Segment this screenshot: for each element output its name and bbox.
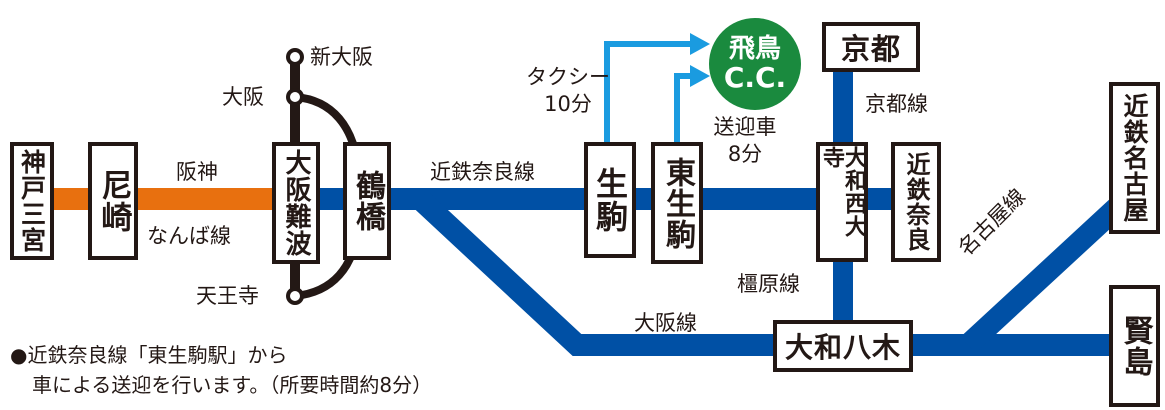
shuttle-duration: 8分 xyxy=(727,142,763,166)
station-yamato-yagi: 大和八木 xyxy=(773,320,913,372)
station-osaka-namba: 大阪難波 xyxy=(272,142,320,264)
station-ikoma: 生駒 xyxy=(584,142,636,258)
taxi-arrow-head xyxy=(690,33,710,55)
station-higashi-ikoma: 東生駒 xyxy=(651,142,703,264)
destination-cc: C.C. xyxy=(723,61,787,94)
line-label-osaka: 大阪線 xyxy=(634,311,697,335)
line-label-kashihara: 橿原線 xyxy=(737,272,800,296)
tennoji-station-marker xyxy=(286,287,304,305)
shuttle-mode: 送迎車 xyxy=(713,115,777,139)
access-note: ●近鉄奈良線「東生駒駅」から 車による送迎を行います。（所要時間約8分） xyxy=(10,340,432,400)
station-kintetsu-nagoya: 近鉄名古屋 xyxy=(1109,82,1160,234)
station-kobe-sannomiya: 神戸三宮 xyxy=(10,142,54,260)
station-kintetsu-nara: 近鉄奈良 xyxy=(891,142,941,262)
station-tsuruhashi: 鶴橋 xyxy=(343,142,391,260)
destination-name: 飛鳥 xyxy=(728,34,781,64)
shuttle-arrow-head xyxy=(690,65,710,87)
kintetsu-osaka-line xyxy=(412,190,1125,356)
line-label-hanshin: 阪神 xyxy=(176,160,218,184)
station-yamato-saidaiji: 大和西大寺 xyxy=(816,142,868,262)
shin-osaka-station-marker xyxy=(286,48,304,66)
station-kashikojima: 賢島 xyxy=(1109,285,1160,407)
taxi-route-arrow xyxy=(604,41,692,142)
kintetsu-nagoya-line xyxy=(960,191,1133,354)
taxi-mode: タクシー xyxy=(526,65,610,89)
station-label-shin-osaka: 新大阪 xyxy=(310,45,373,69)
taxi-label: タクシー 10分 xyxy=(518,64,618,118)
taxi-duration: 10分 xyxy=(544,92,592,116)
station-amagasaki: 尼崎 xyxy=(88,142,138,260)
note-line-1: ●近鉄奈良線「東生駒駅」から xyxy=(10,343,288,367)
asuka-country-club-badge: 飛鳥 C.C. xyxy=(709,18,801,110)
line-label-namba: なんば線 xyxy=(147,224,231,248)
note-line-2: 車による送迎を行います。（所要時間約8分） xyxy=(32,373,433,397)
shuttle-route-arrow xyxy=(674,73,692,142)
line-label-kyoto: 京都線 xyxy=(865,92,928,116)
line-label-nara: 近鉄奈良線 xyxy=(430,160,535,184)
station-label-tennoji: 天王寺 xyxy=(196,284,259,308)
shuttle-label: 送迎車 8分 xyxy=(705,114,785,168)
osaka-station-marker xyxy=(286,88,304,106)
station-label-osaka: 大阪 xyxy=(222,85,264,109)
station-kyoto: 京都 xyxy=(822,22,920,72)
